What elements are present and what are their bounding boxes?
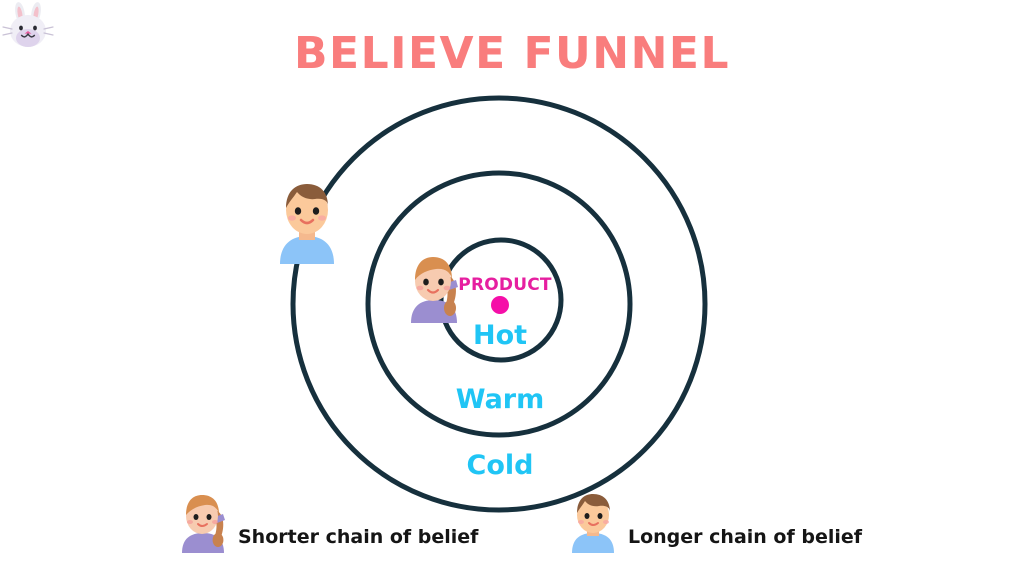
legend-item-longer-chain: Longer chain of belief [628, 526, 863, 548]
girl-avatar [411, 257, 458, 323]
product-label: PRODUCT [458, 275, 552, 295]
product-dot [491, 296, 509, 314]
tier-label-warm: Warm [455, 384, 545, 415]
tier-label-cold: Cold [466, 450, 534, 481]
rabbit-icon [2, 2, 54, 49]
legend-girl-avatar [182, 495, 225, 553]
boy-avatar [280, 184, 334, 264]
legend-item-shorter-chain: Shorter chain of belief [238, 526, 479, 548]
legend-boy-avatar [572, 494, 614, 553]
page-title: BELIEVE FUNNEL [293, 28, 730, 79]
tier-label-hot: Hot [472, 320, 528, 351]
